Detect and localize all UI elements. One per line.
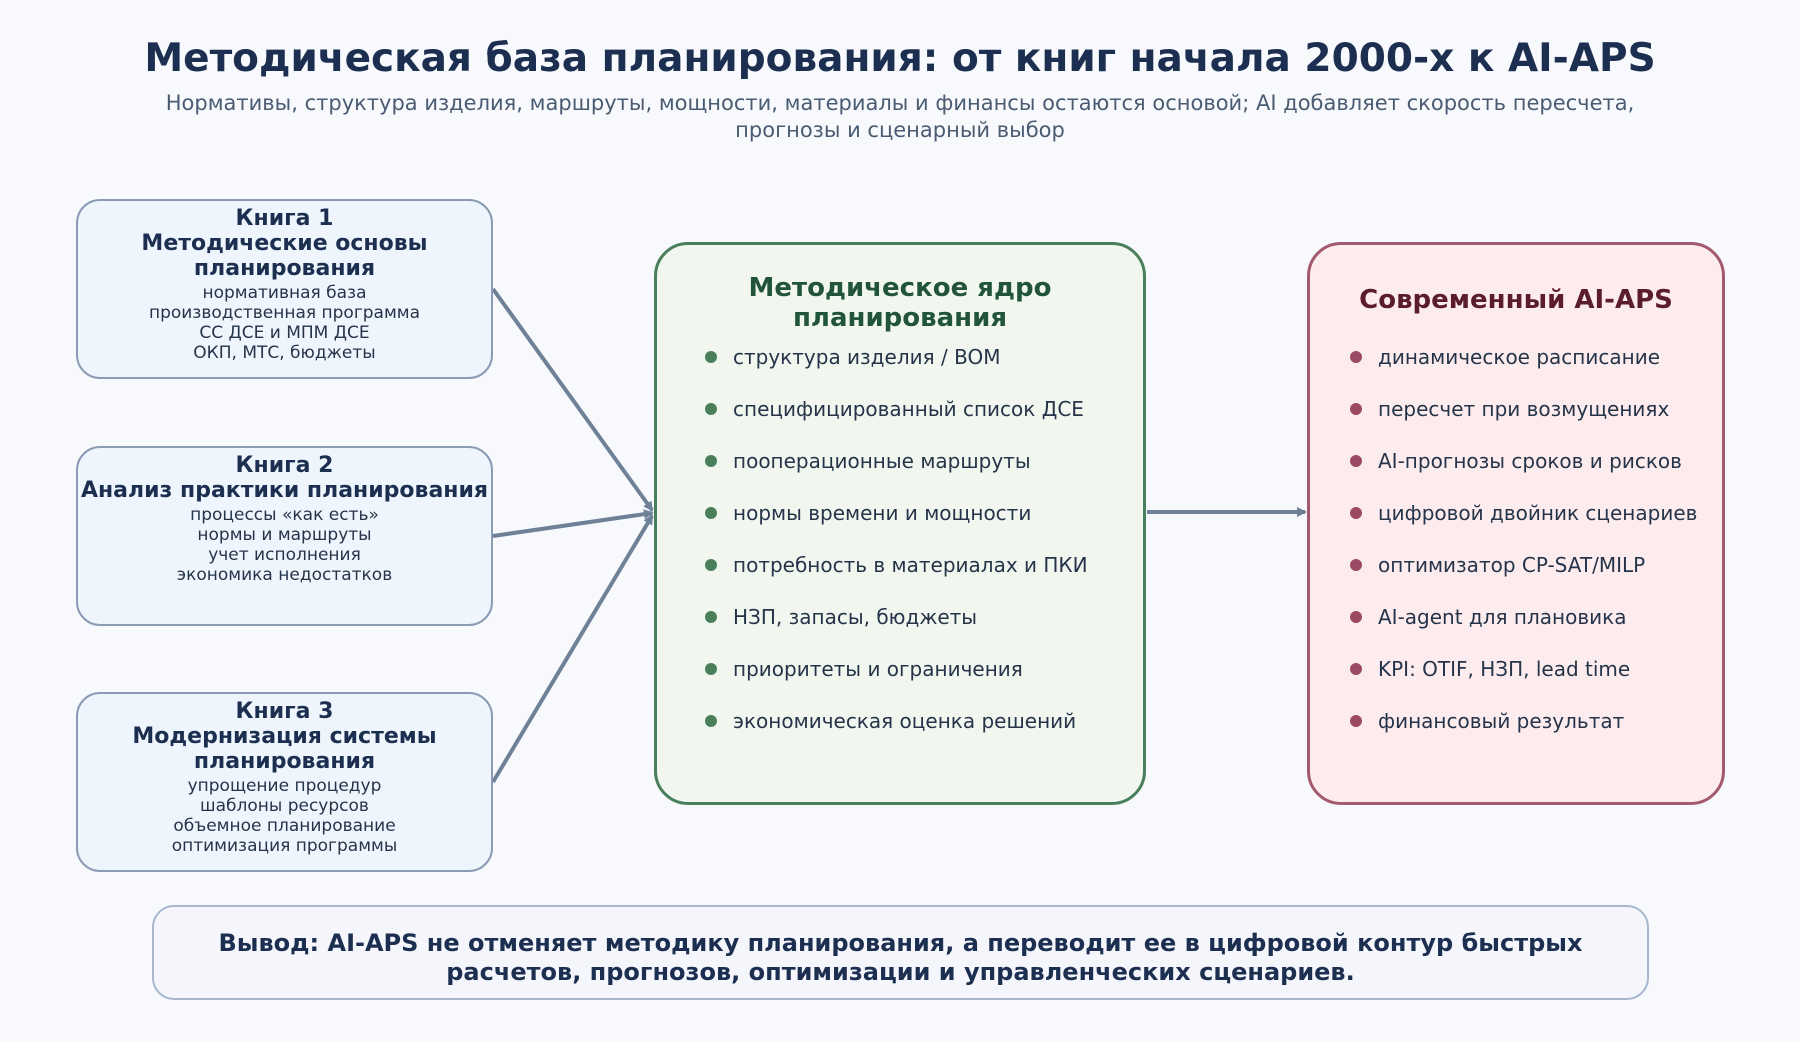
book-item: шаблоны ресурсов	[200, 796, 369, 816]
diagram-title: Методическая база планирования: от книг …	[144, 36, 1656, 81]
core-list-item: нормы времени и мощности	[705, 501, 1088, 553]
book-item: ОКП, МТС, бюджеты	[193, 343, 376, 363]
core-list: структура изделия / BOM специфицированны…	[705, 345, 1088, 761]
book-3-box: Книга 3 Модернизация системы планировани…	[76, 692, 493, 872]
aps-list-item: пересчет при возмущениях	[1350, 397, 1697, 449]
book-number: Книга 2	[235, 453, 334, 478]
book-item: упрощение процедур	[187, 776, 382, 796]
book-title: Анализ практики планирования	[80, 478, 489, 503]
methodical-core-box: Методическое ядро планирования структура…	[654, 242, 1146, 805]
book-item: объемное планирование	[173, 816, 396, 836]
ai-aps-box: Современный AI-APS динамическое расписан…	[1307, 242, 1725, 805]
aps-list: динамическое расписание пересчет при воз…	[1350, 345, 1697, 761]
core-list-item: НЗП, запасы, бюджеты	[705, 605, 1088, 657]
arrow-book3-to-core	[491, 514, 654, 784]
book-title: Модернизация системы планирования	[132, 724, 437, 774]
arrow-book2-to-core	[492, 509, 654, 538]
book-item: экономика недостатков	[176, 565, 393, 585]
diagram-subtitle: Нормативы, структура изделия, маршруты, …	[165, 91, 1635, 142]
arrow-book1-to-core	[491, 287, 654, 512]
aps-list-item: оптимизатор CP-SAT/MILP	[1350, 553, 1697, 605]
book-number: Книга 3	[235, 699, 334, 724]
core-list-item: экономическая оценка решений	[705, 709, 1088, 761]
book-item: СС ДСЕ и МПМ ДСЕ	[199, 323, 370, 343]
book-2-box: Книга 2 Анализ практики планирования про…	[76, 446, 493, 626]
aps-list-item: AI-agent для плановика	[1350, 605, 1697, 657]
book-title: Методические основы планирования	[141, 231, 428, 281]
core-list-item: приоритеты и ограничения	[705, 657, 1088, 709]
aps-list-item: AI-прогнозы сроков и рисков	[1350, 449, 1697, 501]
core-list-item: пооперационные маршруты	[705, 449, 1088, 501]
aps-list-item: цифровой двойник сценариев	[1350, 501, 1697, 553]
book-item: процессы «как есть»	[190, 505, 379, 525]
core-list-item: потребность в материалах и ПКИ	[705, 553, 1088, 605]
book-1-box: Книга 1 Методические основы планирования…	[76, 199, 493, 379]
core-list-item: структура изделия / BOM	[705, 345, 1088, 397]
book-item: нормативная база	[202, 283, 367, 303]
aps-list-item: финансовый результат	[1350, 709, 1697, 761]
book-item: учет исполнения	[208, 545, 361, 565]
aps-list-item: динамическое расписание	[1350, 345, 1697, 397]
aps-title: Современный AI-APS	[1359, 285, 1673, 315]
core-list-item: специфицированный список ДСЕ	[705, 397, 1088, 449]
book-item: производственная программа	[148, 303, 421, 323]
book-item: оптимизация программы	[171, 836, 398, 856]
book-number: Книга 1	[235, 206, 334, 231]
book-item: нормы и маршруты	[197, 525, 372, 545]
core-title: Методическое ядро планирования	[748, 273, 1052, 333]
conclusion-box: Вывод: AI-APS не отменяет методику плани…	[152, 905, 1649, 1000]
aps-list-item: KPI: OTIF, НЗП, lead time	[1350, 657, 1697, 709]
